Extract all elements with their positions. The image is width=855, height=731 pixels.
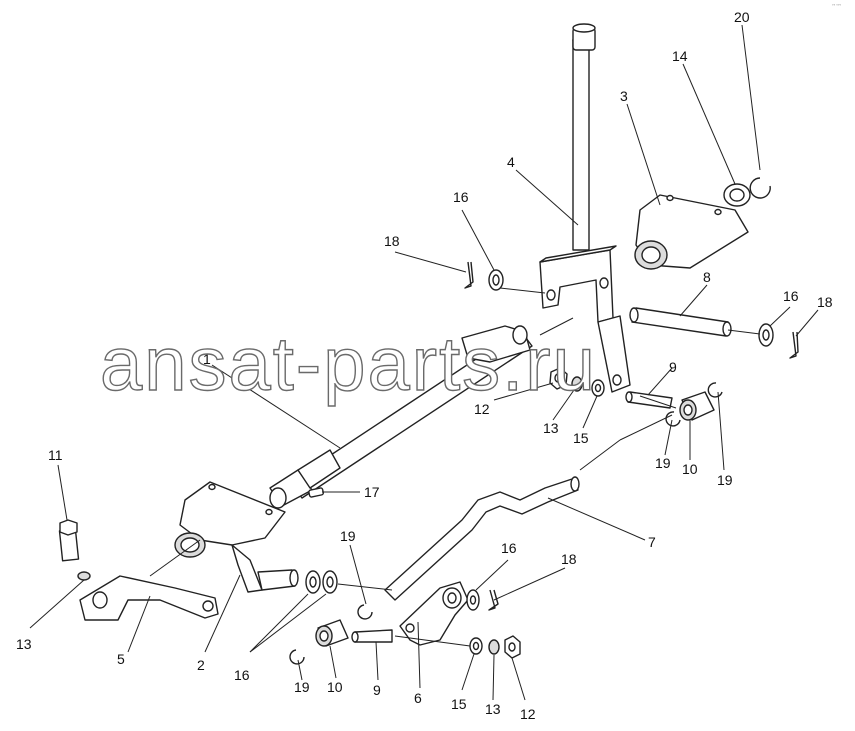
part-13-lockwasher-lower [488, 639, 500, 655]
callout-18-right: 18 [817, 294, 833, 310]
callout-19-upper-right: 19 [717, 472, 733, 488]
part-4-shift-lever [539, 23, 631, 393]
callout-9-lower: 9 [373, 682, 381, 698]
callout-13-lower: 13 [485, 701, 501, 717]
part-19-clip-upper-right [707, 382, 723, 398]
callout-18-lower: 18 [561, 551, 577, 567]
callout-17: 17 [364, 484, 380, 500]
part-13-lockwasher-upper [571, 376, 583, 392]
callout-19-lower-top: 19 [340, 528, 356, 544]
part-3-bracket [634, 194, 749, 270]
part-16-washer-top-left [488, 269, 504, 291]
callout-13-upper: 13 [543, 420, 559, 436]
callout-3: 3 [620, 88, 628, 104]
callout-16-right: 16 [783, 288, 799, 304]
callout-9-upper: 9 [669, 359, 677, 375]
callout-7: 7 [648, 534, 656, 550]
part-1-shaft [269, 325, 533, 509]
part-19-clip-upper-left [665, 411, 681, 427]
part-11-bolt [58, 519, 80, 562]
part-12-nut-upper [549, 367, 568, 390]
part-14-washer [723, 183, 751, 207]
callout-labels: 1 2 3 4 5 6 7 8 9 9 10 10 11 12 12 13 13… [16, 9, 833, 722]
callout-13-left: 13 [16, 636, 32, 652]
callout-10-upper: 10 [682, 461, 698, 477]
callout-5: 5 [117, 651, 125, 667]
callout-16-lower-left: 16 [234, 667, 250, 683]
part-8-pin [629, 307, 732, 337]
callout-16-top-left: 16 [453, 189, 469, 205]
callout-1: 1 [203, 351, 211, 367]
part-13-lockwasher-left [77, 571, 91, 581]
callout-16-lower-right: 16 [501, 540, 517, 556]
callout-15-upper: 15 [573, 430, 589, 446]
part-9-pin-lower [351, 629, 393, 643]
callout-12-lower: 12 [520, 706, 536, 722]
leader-lines [29, 24, 819, 701]
part-16-washer-lower-a [305, 570, 321, 594]
callout-19-lower-bottom: 19 [294, 679, 310, 695]
callout-2: 2 [197, 657, 205, 673]
callout-10-lower: 10 [327, 679, 343, 695]
part-10-bushing-upper [679, 391, 715, 421]
callout-11: 11 [48, 447, 63, 463]
part-9-pin-upper [625, 391, 673, 409]
callout-18-top-left: 18 [384, 233, 400, 249]
part-18-cotter-lower [488, 589, 499, 611]
callout-4: 4 [507, 154, 515, 170]
part-19-clip-lower-bottom [289, 649, 305, 665]
part-12-nut-lower [504, 635, 521, 659]
part-17-set-screw [308, 487, 325, 498]
part-15-washer-upper [591, 379, 605, 397]
part-15-washer-lower [469, 637, 483, 655]
part-20-circlip [749, 177, 771, 199]
part-16-washer-lower-b [322, 570, 338, 594]
corner-mark: °° °°° [832, 3, 842, 8]
part-16-washer-right [758, 323, 774, 347]
callout-15-lower: 15 [451, 696, 467, 712]
part-7-cranked-rod [384, 476, 580, 601]
callout-8: 8 [703, 269, 711, 285]
callout-14: 14 [672, 48, 688, 64]
callout-6: 6 [414, 690, 422, 706]
part-19-clip-lower-top [357, 604, 373, 620]
watermark-text: ansat-parts.ru [100, 322, 597, 407]
part-2-bracket [174, 481, 299, 593]
callout-19-upper-left: 19 [655, 455, 671, 471]
part-18-cotter-top-left [464, 261, 474, 289]
callout-20: 20 [734, 9, 750, 25]
part-18-cotter-right [789, 331, 799, 359]
part-10-bushing-lower [315, 619, 349, 647]
part-6-lever-arm [399, 581, 469, 646]
callout-12-upper: 12 [474, 401, 490, 417]
part-16-washer-lower-right [466, 589, 480, 611]
